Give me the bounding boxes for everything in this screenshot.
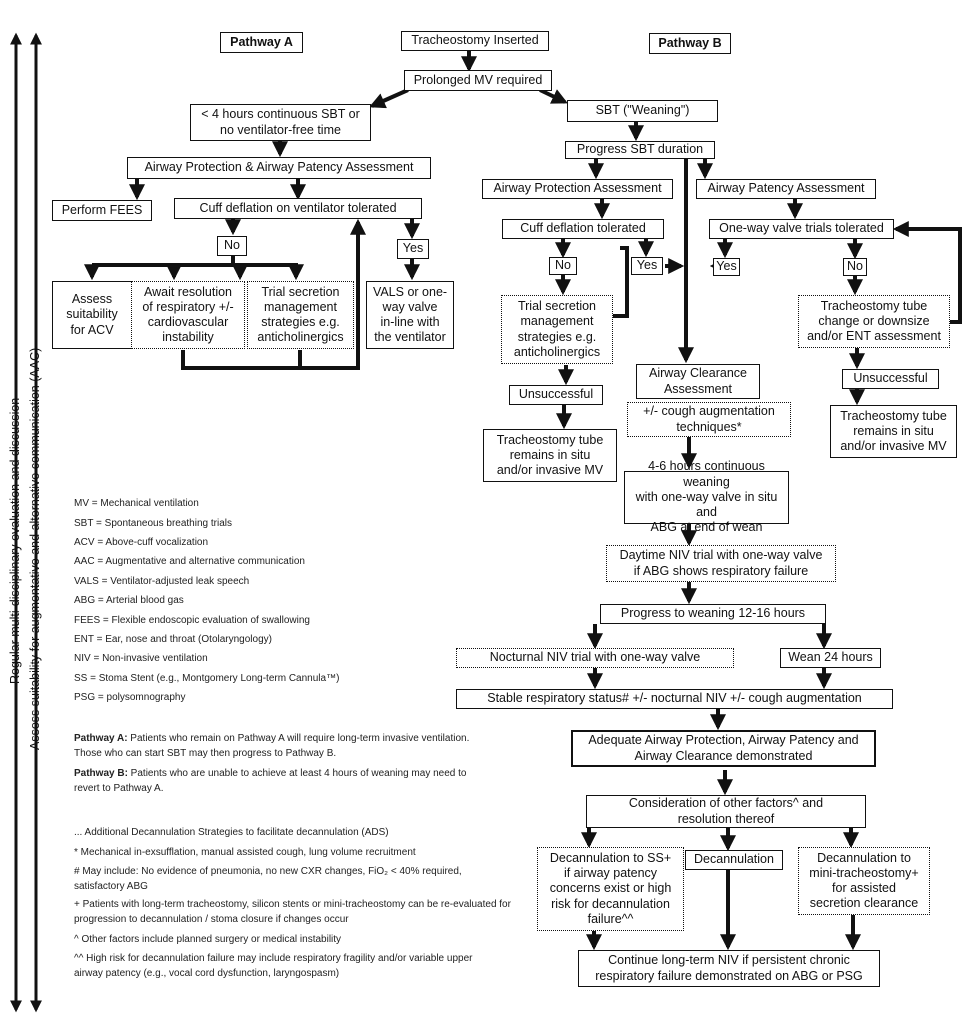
legend-item: NIV = Non-invasive ventilation <box>74 653 208 664</box>
b-protection-box: Airway Protection Assessment <box>482 179 673 199</box>
a-yes-box: Yes <box>397 239 429 259</box>
continue-niv-box: Continue long-term NIV if persistent chr… <box>578 950 880 987</box>
await-resolution-box: Await resolution of respiratory +/- card… <box>131 281 245 349</box>
legend-item: MV = Mechanical ventilation <box>74 498 199 509</box>
note-star: * Mechanical in-exsufflation, manual ass… <box>74 847 416 858</box>
note-plus: + Patients with long-term tracheostomy, … <box>74 899 511 925</box>
airway-clearance-box: Airway Clearance Assessment <box>636 364 760 399</box>
legend-item: AAC = Augmentative and alternative commu… <box>74 556 305 567</box>
legend-item: VALS = Ventilator-adjusted leak speech <box>74 576 250 587</box>
tube-change-box: Tracheostomy tube change or downsize and… <box>798 295 950 348</box>
note-pathway-a: Pathway A: Patients who remain on Pathwa… <box>74 732 494 761</box>
stable-status-box: Stable respiratory status# +/- nocturnal… <box>456 689 893 709</box>
unsuccessful-left-box: Unsuccessful <box>509 385 603 405</box>
note-pathway-a-text: Patients who remain on Pathway A will re… <box>74 733 470 759</box>
legend-item: SS = Stoma Stent (e.g., Montgomery Long-… <box>74 673 340 684</box>
b-yes-left-box: Yes <box>631 257 663 275</box>
unsuccessful-right-box: Unsuccessful <box>842 369 939 389</box>
wean-24-box: Wean 24 hours <box>780 648 881 668</box>
prolonged-mv-box: Prolonged MV required <box>404 70 552 91</box>
note-caret2: ^^ High risk for decannulation failure m… <box>74 953 473 979</box>
pathway-b-header: Pathway B <box>649 33 731 54</box>
consideration-box: Consideration of other factors^ and reso… <box>586 795 866 828</box>
decannulation-box: Decannulation <box>685 850 783 870</box>
daytime-niv-box: Daytime NIV trial with one-way valve if … <box>606 545 836 582</box>
pathway-a-header: Pathway A <box>220 32 303 53</box>
a-trial-secretion-box: Trial secretion management strategies e.… <box>247 281 354 349</box>
adequate-airway-box: Adequate Airway Protection, Airway Paten… <box>571 730 876 767</box>
b-trial-secretion-box: Trial secretion management strategies e.… <box>501 295 613 364</box>
note-hash: # May include: No evidence of pneumonia,… <box>74 866 462 892</box>
a-cuff-deflation-box: Cuff deflation on ventilator tolerated <box>174 198 422 219</box>
side-label-outer: Regular multi-disciplinary evaluation an… <box>8 397 22 684</box>
note-caret: ^ Other factors include planned surgery … <box>74 934 342 945</box>
legend-item: PSG = polysomnography <box>74 692 186 703</box>
note-pathway-a-label: Pathway A: <box>74 733 128 744</box>
b-no-left-box: No <box>549 257 577 275</box>
legend-item: ABG = Arterial blood gas <box>74 595 184 606</box>
nocturnal-niv-box: Nocturnal NIV trial with one-way valve <box>456 648 734 668</box>
a-assessment-box: Airway Protection & Airway Patency Asses… <box>127 157 431 179</box>
progress-sbt-box: Progress SBT duration <box>565 141 715 159</box>
legend-item: SBT = Spontaneous breathing trials <box>74 518 232 529</box>
a-no-box: No <box>217 236 247 256</box>
cough-augmentation-box: +/- cough augmentation techniques* <box>627 402 791 437</box>
tracheostomy-inserted-box: Tracheostomy Inserted <box>401 31 549 51</box>
progress-12-16-box: Progress to weaning 12-16 hours <box>600 604 826 624</box>
decannulation-ss-box: Decannulation to SS+ if airway patency c… <box>537 847 684 931</box>
remains-left-box: Tracheostomy tube remains in situ and/or… <box>483 429 617 482</box>
decannulation-mini-box: Decannulation to mini-tracheostomy+ for … <box>798 847 930 915</box>
note-pathway-b: Pathway B: Patients who are unable to ac… <box>74 767 494 796</box>
legend-item: FEES = Flexible endoscopic evaluation of… <box>74 615 310 626</box>
weaning-4-6-box: 4-6 hours continuous weaning with one-wa… <box>624 459 789 534</box>
note-ads: ... Additional Decannulation Strategies … <box>74 827 389 838</box>
b-yes-right-box: Yes <box>713 258 740 276</box>
remains-right-box: Tracheostomy tube remains in situ and/or… <box>830 405 957 458</box>
legend-item: ENT = Ear, nose and throat (Otolaryngolo… <box>74 634 272 645</box>
vals-box: VALS or one- way valve in-line with the … <box>366 281 454 349</box>
note-pathway-b-label: Pathway B: <box>74 768 128 779</box>
note-pathway-b-text: Patients who are unable to achieve at le… <box>74 768 467 794</box>
b-no-right-box: No <box>843 258 867 276</box>
b-oneway-box: One-way valve trials tolerated <box>709 219 894 239</box>
assess-acv-box: Assess suitability for ACV <box>52 281 132 349</box>
side-label-inner: Assess suitability for augmentative and … <box>28 347 42 750</box>
b-cuff-deflation-box: Cuff deflation tolerated <box>502 219 664 239</box>
b-patency-box: Airway Patency Assessment <box>696 179 876 199</box>
lt4-hours-box: < 4 hours continuous SBT or no ventilato… <box>190 104 371 141</box>
legend-item: ACV = Above-cuff vocalization <box>74 537 209 548</box>
perform-fees-box: Perform FEES <box>52 200 152 221</box>
sbt-weaning-box: SBT ("Weaning") <box>567 100 718 122</box>
